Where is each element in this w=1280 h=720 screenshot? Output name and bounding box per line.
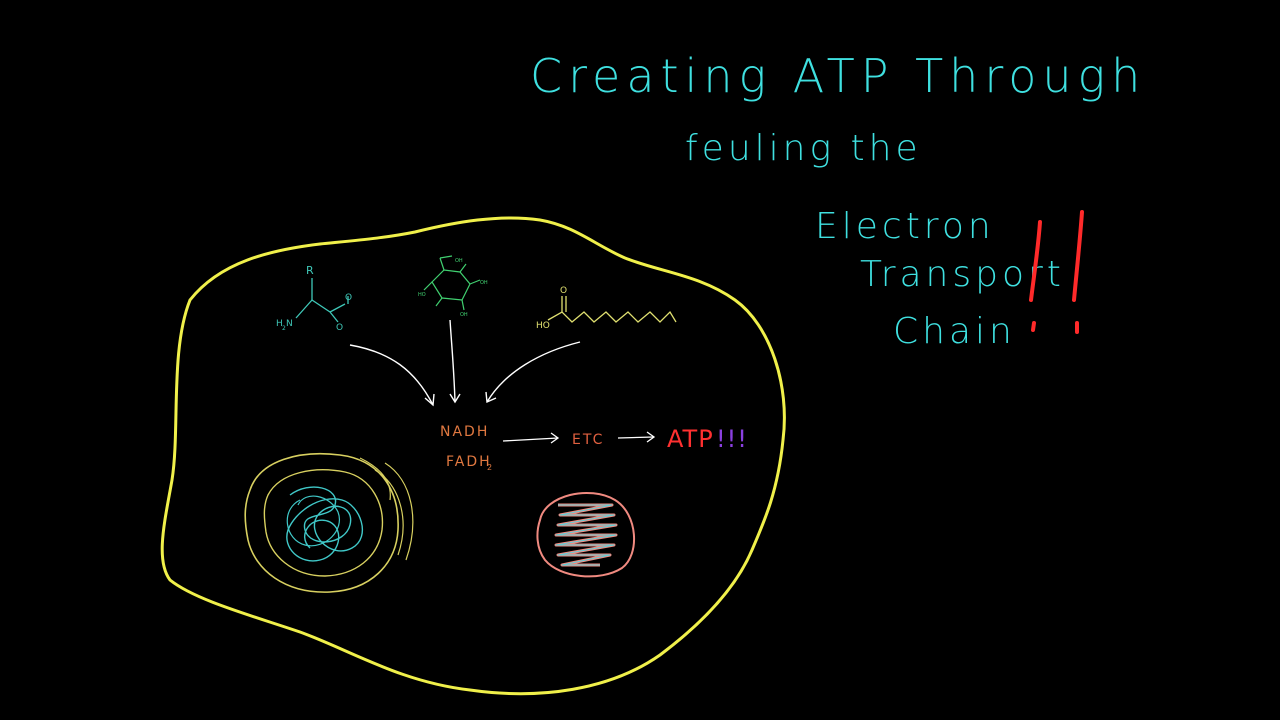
fadh-subscript: 2 xyxy=(487,463,492,472)
glucose-structure xyxy=(423,255,481,311)
glucose-oh-bottom: OH xyxy=(460,312,468,318)
atp-label: ATP xyxy=(667,425,714,453)
fadh-label: FADH xyxy=(446,454,492,470)
amino-h-label: H xyxy=(276,319,283,329)
mitochondrion xyxy=(536,492,635,578)
title-transport: Transport xyxy=(860,254,1065,295)
exclamation-marks xyxy=(1029,210,1084,334)
fatty-o-label: O xyxy=(560,286,567,296)
amino-o2-label: O xyxy=(336,323,343,333)
amino-n-label: N xyxy=(286,319,293,329)
amino-r-label: R xyxy=(306,264,314,277)
title-line-1: Creating ATP Through xyxy=(530,49,1146,103)
glucose-ho-left: HO xyxy=(418,292,426,298)
pathway-arrows xyxy=(502,431,656,444)
atp-exclaim: !!! xyxy=(716,425,748,453)
title-electron: Electron xyxy=(815,206,995,247)
amino-sub-label: 2 xyxy=(282,325,286,332)
title-chain: Chain xyxy=(893,311,1016,352)
glucose-oh-top: OH xyxy=(455,258,463,264)
fatty-acid-structure xyxy=(547,296,677,323)
amino-acid-structure xyxy=(295,278,349,323)
nucleus xyxy=(244,452,414,593)
title-line-2: feuling the xyxy=(685,128,922,169)
cell-membrane xyxy=(160,216,786,696)
fatty-ho-label: HO xyxy=(536,321,550,331)
amino-o1-label: O xyxy=(345,293,352,303)
glucose-oh-right: OH xyxy=(480,280,488,286)
input-arrows xyxy=(349,319,581,407)
nadh-label: NADH xyxy=(440,424,489,440)
etc-label: ETC xyxy=(572,432,604,448)
